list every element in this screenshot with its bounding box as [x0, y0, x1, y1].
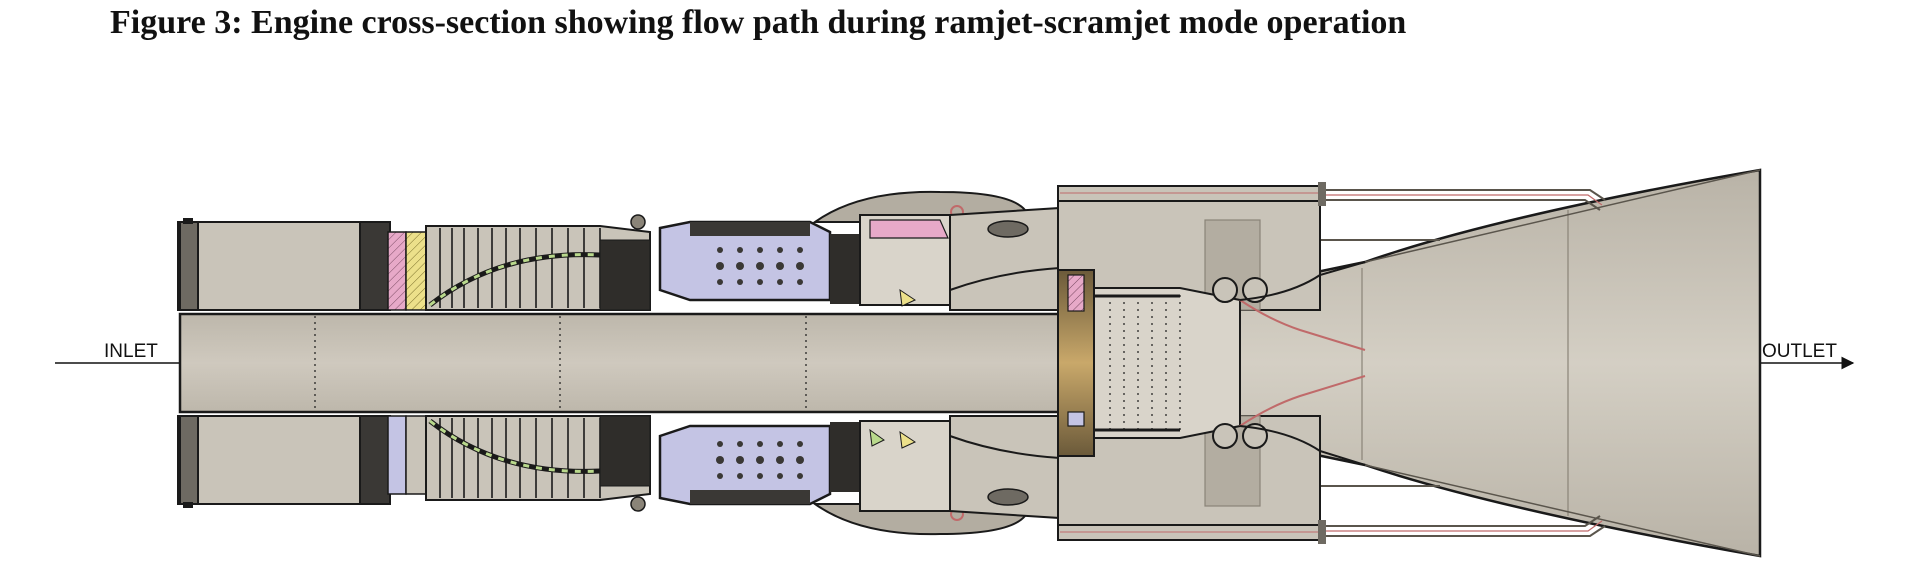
combustor-section [658, 220, 860, 506]
scramjet-insert [1057, 261, 1366, 466]
outlet-label: OUTLET [1762, 341, 1837, 362]
inlet-casing [177, 218, 361, 508]
nozzle-strut-highlights [1320, 194, 1603, 532]
fan-stage [359, 221, 427, 505]
transition-duct [949, 206, 1061, 520]
core-shaft [178, 312, 1062, 414]
exhaust-nozzle [1228, 168, 1762, 558]
figure-caption: Figure 3: Engine cross-section showing f… [110, 4, 1407, 41]
compressor-section [425, 214, 651, 512]
nozzle-struts [1320, 189, 1606, 537]
inlet-label: INLET [104, 341, 158, 362]
